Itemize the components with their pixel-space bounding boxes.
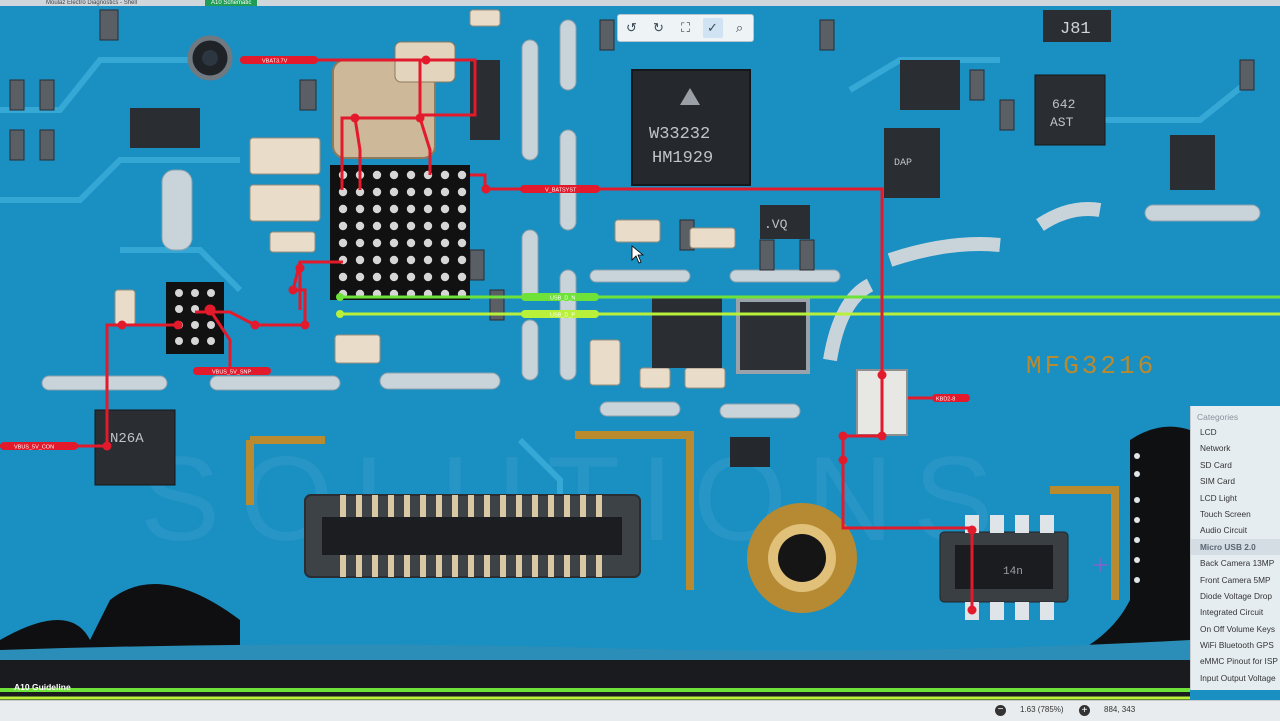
ic-642: 642 [1052, 97, 1075, 112]
category-item[interactable]: Input Output Voltage [1200, 672, 1276, 683]
category-item[interactable]: Diode Voltage Drop [1200, 590, 1272, 601]
ic-w33232 [631, 69, 751, 186]
ic-ast: AST [1050, 115, 1074, 130]
select-tool-icon[interactable]: ✓ [702, 18, 723, 38]
ic-w33232-line1: W33232 [649, 125, 710, 144]
search-icon[interactable]: ⌕ [735, 20, 744, 35]
category-item[interactable]: On Off Volume Keys [1200, 623, 1276, 634]
status-bar: − 1.63 (785%) + 884, 343 [0, 700, 1280, 721]
rotate-right-icon[interactable]: ↻ [653, 20, 664, 35]
net-label-usb-dn: USB_D_N [550, 296, 575, 302]
ic-n26a: N26A [110, 431, 144, 447]
net-label-vbus-con: VBUS_5V_CON [14, 445, 54, 451]
main-bga-ic [330, 165, 470, 300]
tab-schematic[interactable]: A10 Schematic [205, 0, 258, 6]
silkscreen-mfg3216: MFG3216 [1026, 351, 1156, 381]
cursor-coordinates: 884, 343 [1104, 705, 1136, 714]
category-item[interactable]: Front Camera 5MP [1200, 574, 1271, 585]
zoom-in-button[interactable]: + [1079, 705, 1090, 716]
rotate-left-icon[interactable]: ↺ [626, 20, 637, 35]
category-item[interactable]: LCD Light [1200, 492, 1237, 503]
smd-components [9, 9, 1255, 389]
category-item[interactable]: eMMC Pinout for ISP [1200, 656, 1278, 667]
zoom-level: 1.63 (785%) [1020, 705, 1064, 714]
ic-w33232-line2: HM1929 [652, 149, 713, 168]
mouse-cursor-icon [631, 245, 645, 264]
connector-14n: 14n [1003, 566, 1023, 578]
title-bar: Moulaz Electro Diagnostics - Shell A10 S… [0, 0, 1280, 6]
net-label-vbat: VBAT3.7V [262, 59, 288, 65]
ic-vq: .VQ [764, 217, 788, 232]
category-item[interactable]: Audio Circuit [1200, 525, 1248, 536]
category-item[interactable]: Touch Screen [1200, 508, 1251, 519]
category-item[interactable]: WiFi Bluetooth GPS [1200, 640, 1274, 651]
tab-shell[interactable]: Moulaz Electro Diagnostics - Shell [46, 0, 138, 6]
label-j81: J81 [1060, 20, 1091, 39]
guideline-label: A10 Guideline [14, 682, 71, 692]
crosshair-icon [1093, 558, 1107, 572]
category-item[interactable]: Back Camera 13MP [1200, 558, 1275, 569]
trace-usb-data [0, 295, 1280, 700]
category-item[interactable]: LCD [1200, 427, 1217, 437]
view-toolbar: ↺ ↻ ⛶ ✓ ⌕ [617, 14, 754, 42]
category-item[interactable]: Micro USB 2.0 [1191, 538, 1280, 556]
category-item[interactable]: SIM Card [1200, 476, 1236, 487]
category-item[interactable]: Network [1200, 443, 1231, 454]
categories-title: Categories [1197, 412, 1239, 422]
pcb-board-view[interactable]: SOLUTIONS [0, 6, 1280, 700]
net-label-usb-dp: USB_D_P [550, 313, 575, 319]
category-item[interactable]: SD Card [1200, 459, 1232, 470]
gold-brackets [246, 431, 1119, 600]
ic-dap: DAP [894, 158, 912, 169]
net-label-vbatsyst: V_BATSYST [545, 188, 577, 194]
net-label-vbus-snp: VBUS_5V_SNP [212, 370, 251, 376]
net-label-kbd: KBD2-8 [936, 397, 955, 403]
zoom-out-button[interactable]: − [995, 705, 1006, 716]
fit-screen-icon[interactable]: ⛶ [680, 20, 691, 35]
category-item[interactable]: Integrated Circuit [1200, 607, 1264, 618]
